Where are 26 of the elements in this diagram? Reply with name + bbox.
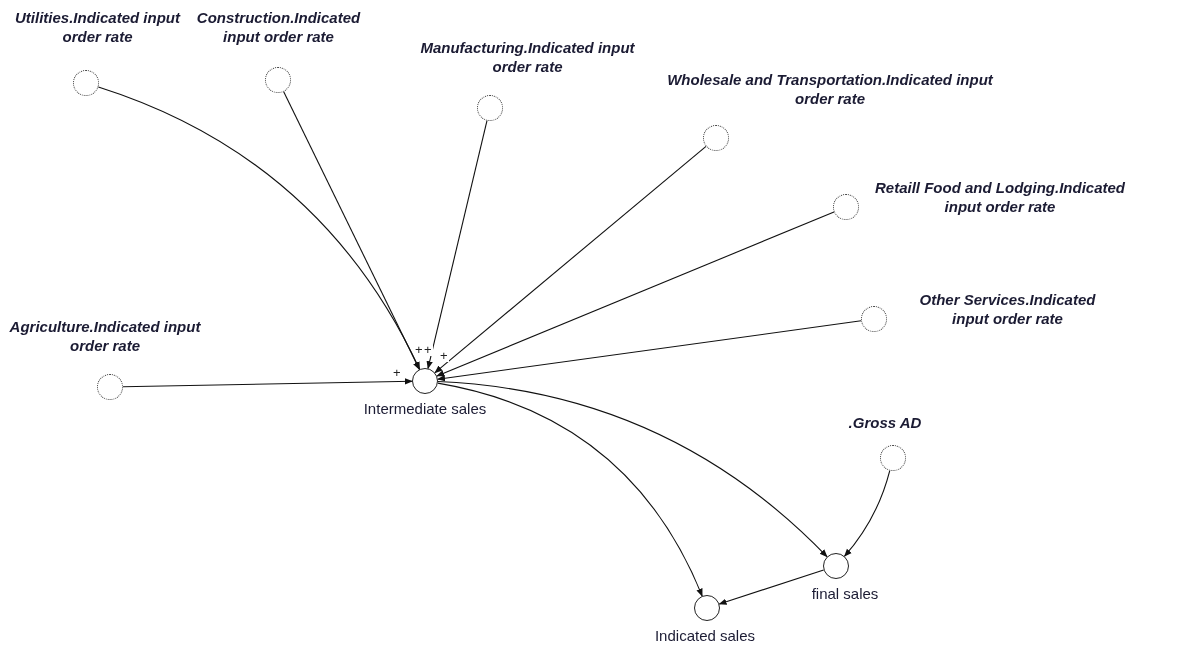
arrow <box>718 569 825 605</box>
polarity-sign: + <box>423 343 433 356</box>
input-variable-label: Wholesale and Transportation.Indicated input order rate <box>666 70 995 108</box>
input-variable-label: Other Services.Indicated input order rate <box>918 290 1097 328</box>
arrow <box>426 120 488 370</box>
input-variable-label: .Gross AD <box>847 413 923 432</box>
arrow <box>434 145 707 374</box>
arrow <box>97 86 421 370</box>
arrow <box>437 382 703 597</box>
arrow <box>437 381 828 558</box>
variable-label: Indicated sales <box>653 626 757 645</box>
input-variable-label: Agriculture.Indicated input order rate <box>8 317 202 355</box>
variable-label: Intermediate sales <box>362 399 488 418</box>
polarity-sign: + <box>392 366 402 379</box>
input-variable-label: Manufacturing.Indicated input order rate <box>420 38 635 76</box>
input-variable-label: Construction.Indicated input order rate <box>195 8 362 46</box>
input-variable-label: Retaill Food and Lodging.Indicated input order rate <box>875 178 1125 216</box>
arrow <box>844 470 891 557</box>
arrow <box>283 91 420 371</box>
polarity-sign: + <box>439 349 449 362</box>
arrow <box>437 320 862 382</box>
arrow <box>122 378 413 388</box>
input-variable-label: Utilities.Indicated input order rate <box>15 8 180 46</box>
variable-label: final sales <box>810 584 880 603</box>
arrow <box>436 211 835 377</box>
polarity-sign: + <box>414 343 424 356</box>
